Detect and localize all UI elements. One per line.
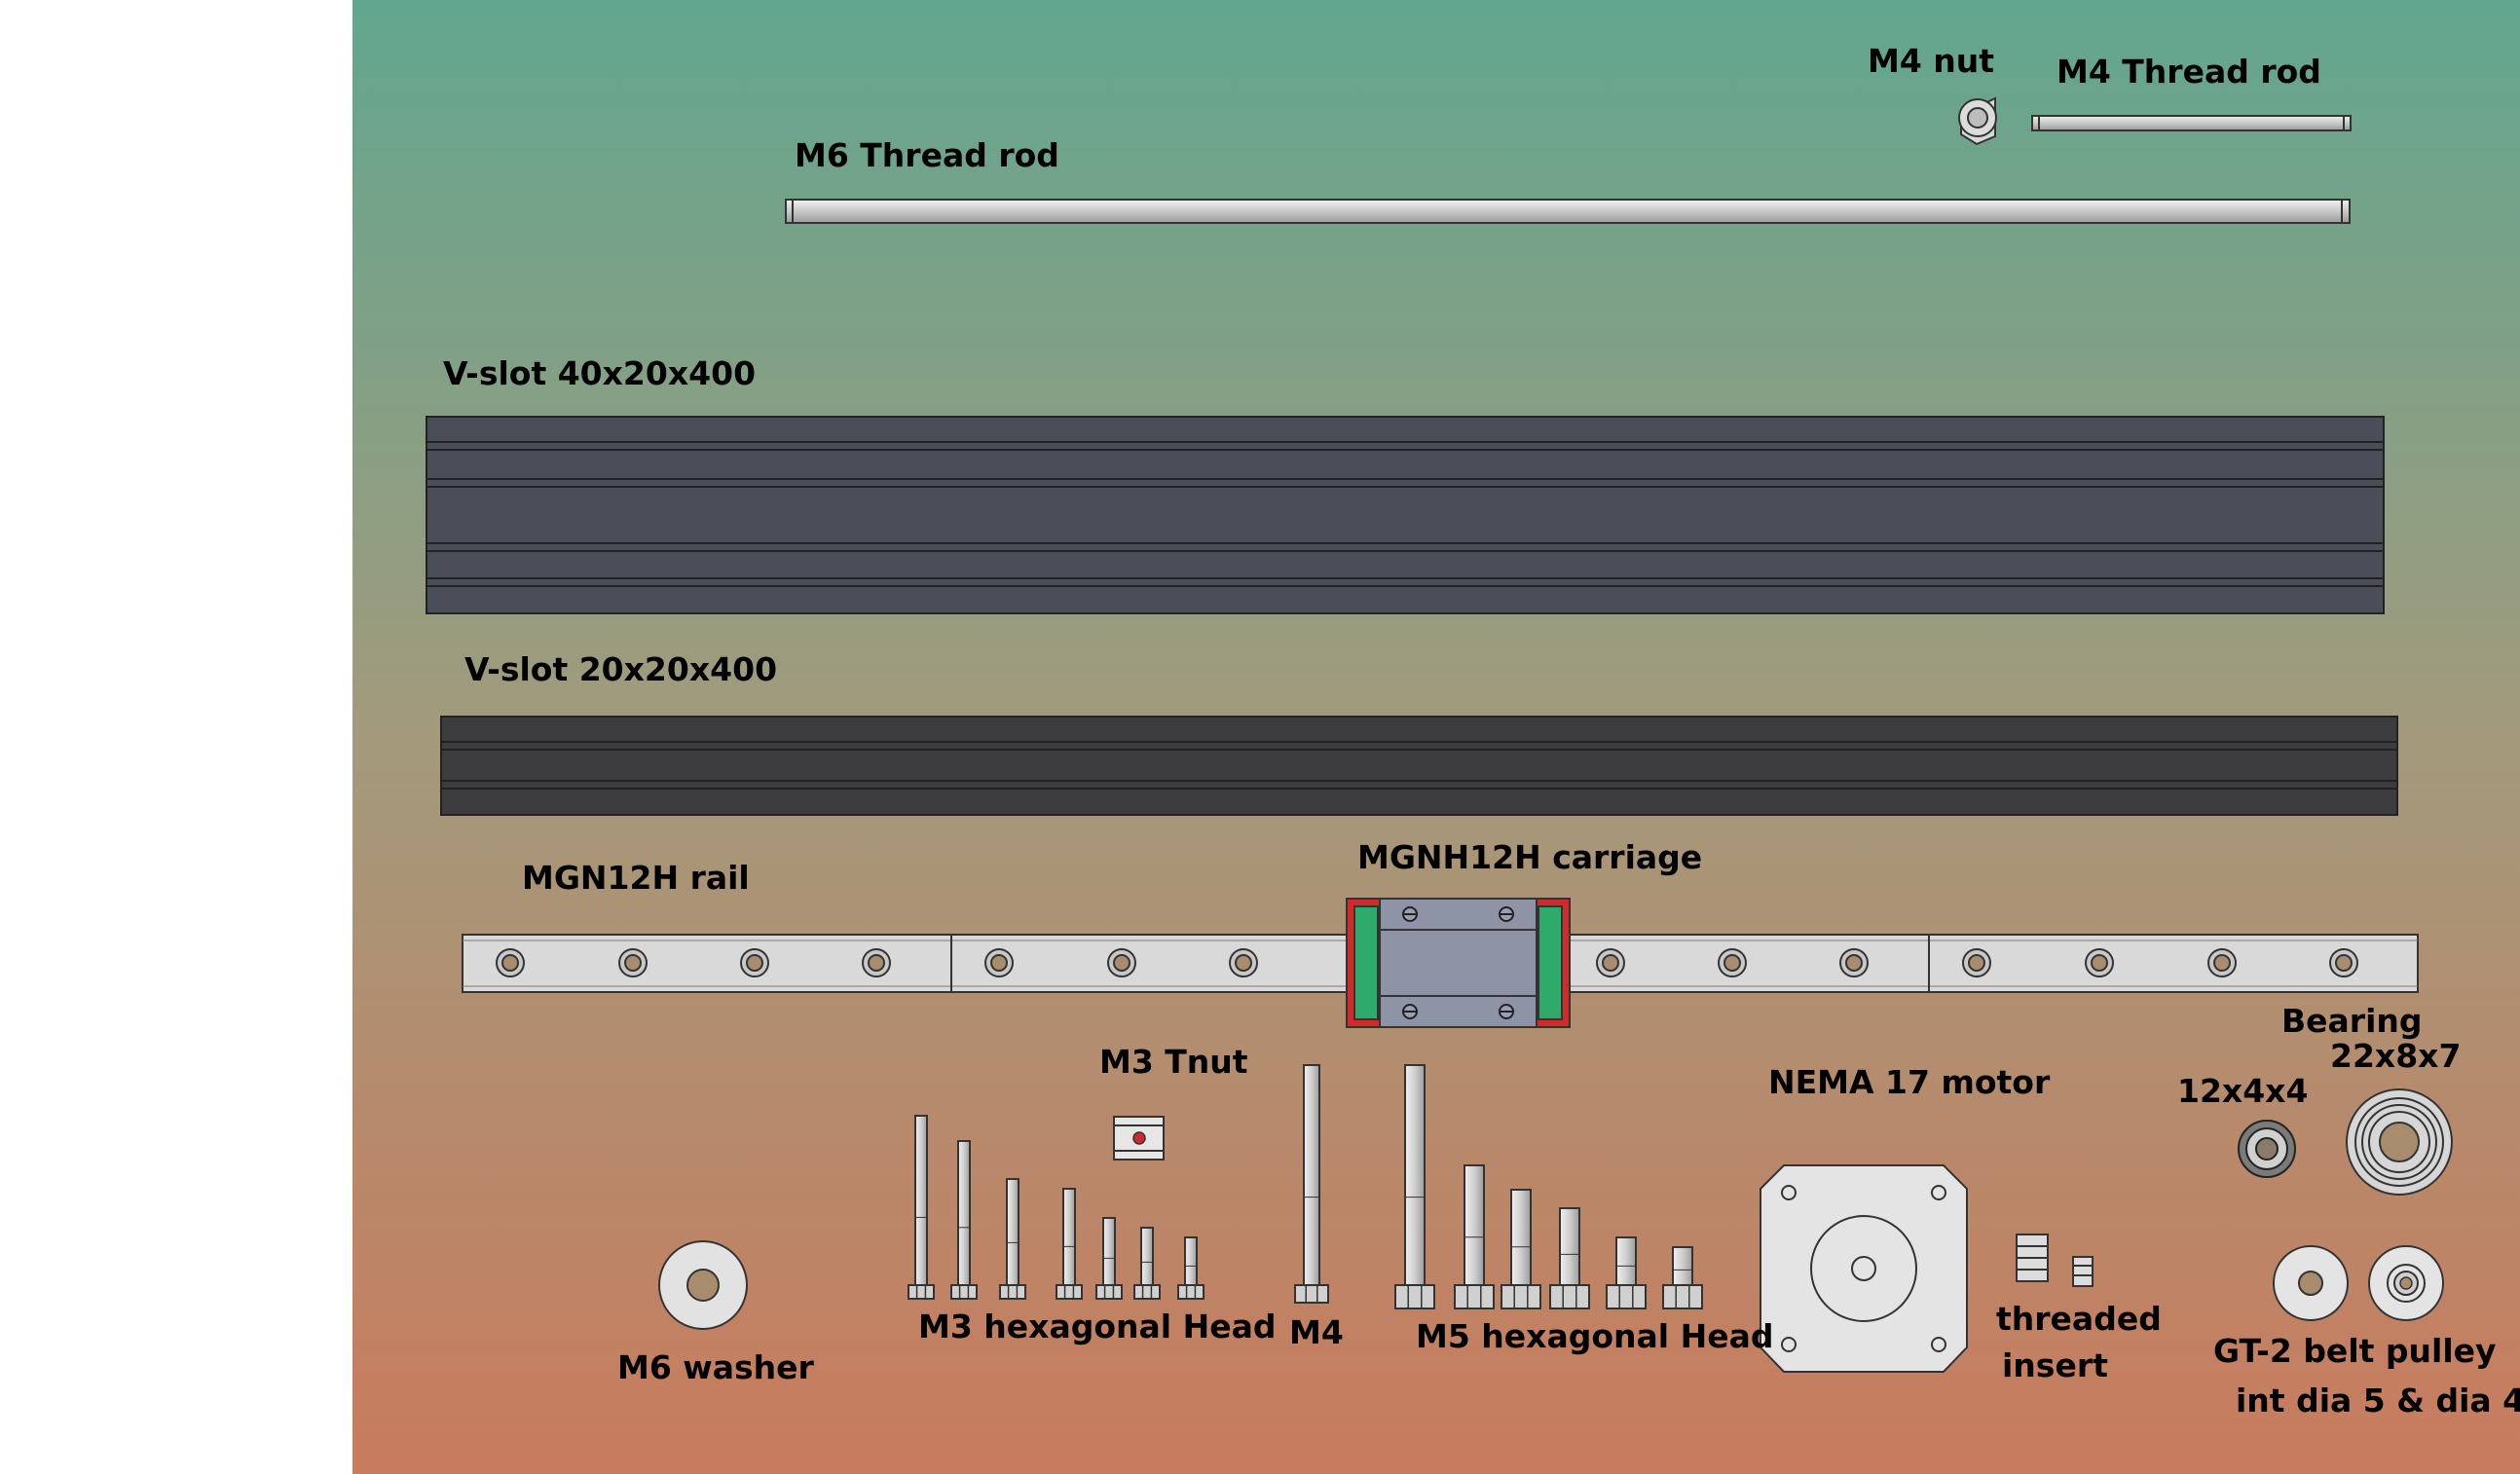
nema17-motor-part[interactable] xyxy=(1760,1164,1968,1373)
bearing-22x8x7-part[interactable] xyxy=(2346,1088,2453,1196)
vslot-20x20-profile[interactable] xyxy=(440,716,2398,816)
threaded-insert-parts[interactable] xyxy=(2016,1234,2094,1287)
m4-screw[interactable] xyxy=(1294,1064,1329,1304)
gt2-pulley-bore4-part[interactable] xyxy=(2368,1245,2444,1321)
screw xyxy=(1606,1236,1647,1309)
m6-washer-part[interactable] xyxy=(658,1240,748,1330)
m5-hex-head-label: M5 hexagonal Head xyxy=(1416,1317,1774,1355)
mgnh12h-carriage-label: MGNH12H carriage xyxy=(1357,838,1703,876)
m4-thread-rod-part[interactable] xyxy=(2031,115,2352,131)
gt2-pulley-label-line2: int dia 5 & dia 4 xyxy=(2236,1382,2520,1419)
bearing-large-label-line2: 22x8x7 xyxy=(2330,1037,2462,1075)
m4-nut-label: M4 nut xyxy=(1868,42,1995,80)
m4-nut-part[interactable] xyxy=(1958,96,1997,146)
screw xyxy=(1454,1164,1495,1309)
bearing-large-label-line1: Bearing xyxy=(2281,1002,2423,1040)
m6-thread-rod-label: M6 Thread rod xyxy=(795,136,1059,174)
carriage-screw-holes xyxy=(1402,906,1514,1019)
vslot-40x20-label: V-slot 40x20x400 xyxy=(443,354,757,392)
vslot-20x20-label: V-slot 20x20x400 xyxy=(464,650,778,688)
m4-thread-rod-label: M4 Thread rod xyxy=(2057,53,2321,91)
screw xyxy=(999,1178,1026,1300)
screw xyxy=(1056,1188,1083,1300)
m6-thread-rod-part[interactable] xyxy=(785,199,2351,224)
screw xyxy=(1095,1217,1123,1300)
rail-mounting-holes xyxy=(496,948,2358,977)
m5-hex-head-screws[interactable] xyxy=(1394,1064,1703,1309)
screw xyxy=(1394,1064,1435,1309)
screw xyxy=(950,1140,978,1300)
mgnh12h-carriage-part[interactable] xyxy=(1346,898,1571,1028)
screw xyxy=(1501,1189,1541,1309)
bearing-small-label: 12x4x4 xyxy=(2177,1072,2309,1110)
m3-tnut-part[interactable] xyxy=(1113,1116,1165,1161)
screw xyxy=(1294,1064,1329,1304)
m3-hex-head-screws[interactable] xyxy=(908,1115,1204,1300)
m3-tnut-label: M3 Tnut xyxy=(1099,1043,1248,1081)
nema17-motor-label: NEMA 17 motor xyxy=(1768,1063,2051,1101)
gt2-pulley-label-line1: GT-2 belt pulley xyxy=(2213,1332,2497,1370)
m3-hex-head-label: M3 hexagonal Head xyxy=(918,1308,1277,1345)
screw xyxy=(1133,1227,1161,1300)
gt2-pulley-bore5-part[interactable] xyxy=(2273,1245,2349,1321)
screw xyxy=(908,1115,935,1300)
screw xyxy=(1662,1246,1703,1309)
m4-label: M4 xyxy=(1289,1313,1344,1351)
screw xyxy=(1549,1207,1590,1309)
bearing-12x4x4-part[interactable] xyxy=(2238,1120,2296,1178)
threaded-insert-label-line2: insert xyxy=(2002,1346,2108,1384)
threaded-insert-label-line1: threaded xyxy=(1996,1300,2162,1338)
screw xyxy=(1177,1236,1204,1300)
m6-washer-label: M6 washer xyxy=(617,1348,814,1386)
vslot-40x20-profile[interactable] xyxy=(426,416,2385,614)
mgn12h-rail-label: MGN12H rail xyxy=(522,859,750,897)
